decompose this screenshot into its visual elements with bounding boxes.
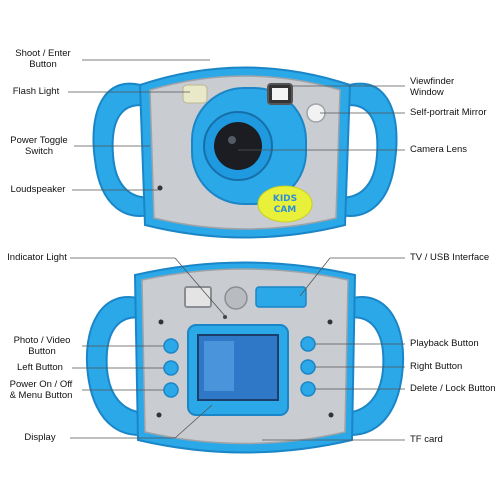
delete-lock-button[interactable] [300, 381, 316, 397]
power-menu-button[interactable] [163, 382, 179, 398]
callout-display-2 [174, 404, 213, 439]
label-tv-usb: TV / USB Interface [410, 252, 490, 263]
label-shoot-enter: Shoot / Enter Button [15, 48, 71, 70]
label-right-button: Right Button [410, 361, 463, 372]
display-glare [204, 341, 234, 391]
label-power-toggle: Power Toggle Switch [10, 135, 68, 157]
screw-icon [156, 412, 162, 418]
badge-line-2: CAM [274, 205, 297, 215]
screw-icon [328, 412, 334, 418]
screw-icon [158, 319, 164, 325]
camera-front: KIDS CAM [92, 66, 398, 239]
camera-lens [214, 122, 262, 170]
label-display: Display [24, 432, 56, 443]
lens-glint [228, 136, 236, 144]
label-delete-lock: Delete / Lock Button [410, 383, 496, 394]
kids-cam-badge [257, 185, 313, 223]
label-flash-light: Flash Light [12, 86, 60, 97]
label-playback: Playback Button [410, 338, 479, 349]
loudspeaker-hole [157, 185, 163, 191]
indicator-light [223, 315, 227, 319]
right-button[interactable] [300, 359, 316, 375]
label-indicator-light: Indicator Light [7, 252, 67, 263]
callout-lines [68, 59, 405, 441]
label-tf-card: TF card [410, 434, 443, 445]
tv-usb-cover [255, 286, 307, 308]
label-camera-lens: Camera Lens [410, 144, 468, 155]
viewfinder-glass [272, 88, 288, 100]
back-viewfinder [184, 286, 212, 308]
label-left-button: Left Button [17, 362, 63, 373]
flash-light [182, 84, 208, 104]
label-self-portrait: Self-portrait Mirror [410, 107, 487, 118]
callout-tvusb-2 [299, 257, 331, 297]
callout-indicator-2 [174, 257, 226, 317]
screw-icon [327, 319, 333, 325]
badge-line-1: KIDS [273, 194, 297, 204]
back-mirror-plug [224, 286, 248, 310]
label-photo-video: Photo / Video Button [13, 335, 71, 357]
photo-video-button[interactable] [163, 338, 179, 354]
label-loudspeaker: Loudspeaker [10, 184, 66, 195]
left-button[interactable] [163, 360, 179, 376]
camera-back [86, 261, 404, 454]
label-power-onoff: Power On / Off & Menu Button [9, 379, 73, 401]
label-viewfinder: Viewfinder Window [410, 76, 455, 98]
playback-button[interactable] [300, 336, 316, 352]
